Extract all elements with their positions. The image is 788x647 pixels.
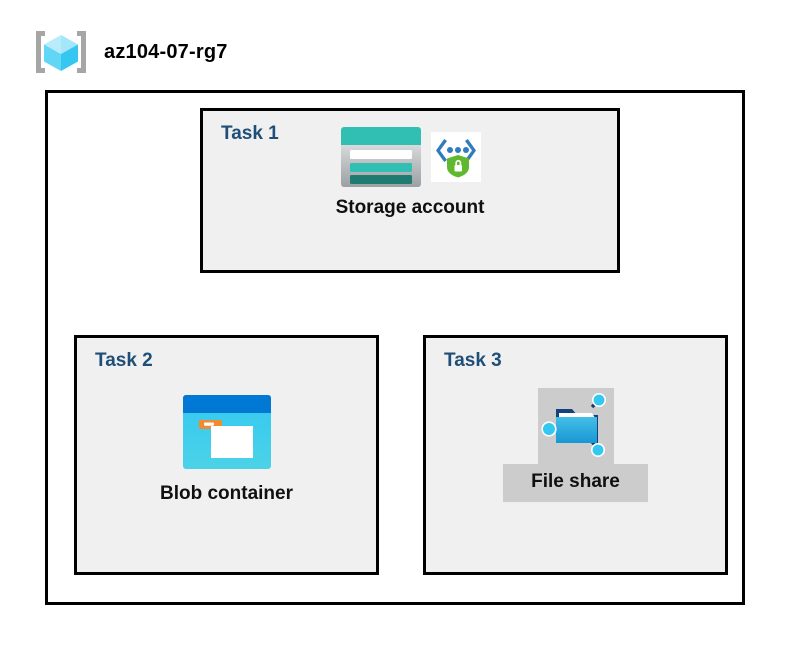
task-2-box: Task 2 Blob container <box>74 335 379 575</box>
task-3-box: Task 3 <box>423 335 728 575</box>
task-3-label: Task 3 <box>444 350 502 371</box>
storage-account-icon-group <box>339 125 481 189</box>
file-share-icon <box>540 393 606 457</box>
blob-container-icon <box>182 395 271 469</box>
file-share-caption: File share <box>531 471 620 492</box>
file-share-node: File share <box>426 388 725 502</box>
task-1-box: Task 1 <box>200 108 620 273</box>
private-endpoint-icon <box>431 132 481 182</box>
blob-container-caption: Blob container <box>159 483 293 504</box>
storage-account-icon <box>341 127 421 187</box>
task-2-label: Task 2 <box>95 350 153 371</box>
resource-group-icon <box>36 31 86 73</box>
resource-group-title: az104-07-rg7 <box>104 40 228 63</box>
blob-container-node: Blob container <box>77 393 376 505</box>
resource-group-header: az104-07-rg7 <box>32 28 228 76</box>
storage-account-caption: Storage account <box>335 197 485 218</box>
file-share-icon-highlight <box>537 388 614 464</box>
resource-group-boundary: Task 1 <box>45 90 745 605</box>
task-1-label: Task 1 <box>221 123 279 144</box>
file-share-caption-highlight: File share <box>503 464 648 502</box>
storage-account-node: Storage account <box>203 125 617 219</box>
